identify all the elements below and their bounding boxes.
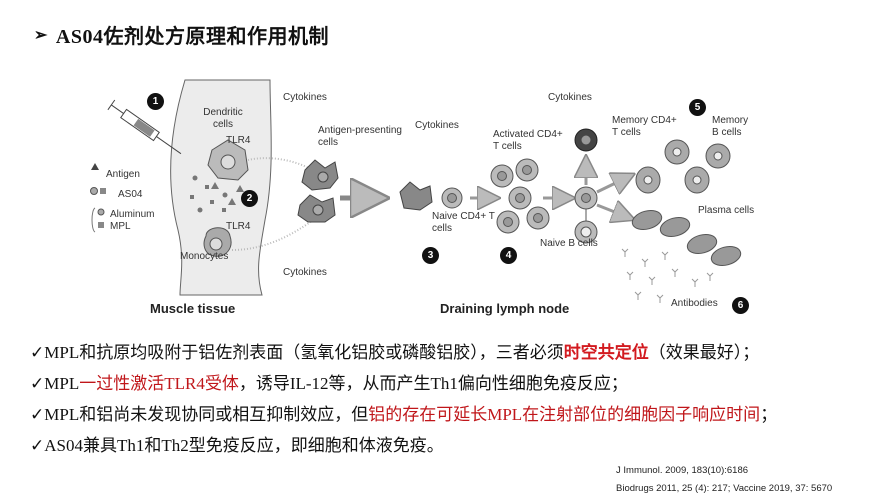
step-3-badge: 3: [422, 247, 439, 264]
label-tlr4-bottom: TLR4: [226, 221, 251, 232]
label-antibodies: Antibodies: [671, 298, 718, 309]
diagram-graphics: [90, 79, 742, 303]
check-icon: ✓: [30, 374, 45, 393]
label-monocytes: Monocytes: [180, 251, 229, 262]
highlight-text: 一过性激活TLR4受体: [79, 374, 239, 393]
step-6-badge: 6: [732, 297, 749, 314]
step-5-badge: 5: [689, 99, 706, 116]
label-memory-b: Memory B cells: [712, 115, 749, 138]
bullet-item-2: ✓MPL一过性激活TLR4受体，诱导IL-12等，从而产生Th1偏向性细胞免疫反…: [30, 374, 628, 393]
label-naive-cd4: Naive CD4+ T cells: [432, 211, 495, 234]
label-naive-b: Naive B cells: [540, 238, 598, 249]
label-cytokines-4: Cytokines: [548, 92, 592, 103]
legend-as04: AS04: [118, 189, 143, 200]
bullet-list: ✓MPL和抗原均吸附于铝佐剂表面（氢氧化铝胶或磷酸铝胶），三者必须时空共定位（效…: [30, 337, 777, 461]
step-4-badge: 4: [500, 247, 517, 264]
label-activated-cd4: Activated CD4+ T cells: [493, 129, 563, 152]
reference-1: J Immunol. 2009, 183(10):6186: [616, 465, 749, 476]
label-apc: Antigen-presenting cells: [318, 125, 402, 148]
label-dendritic-cells: Dendritic cells: [203, 107, 243, 130]
label-cytokines-3: Cytokines: [415, 120, 459, 131]
label-cytokines-1: Cytokines: [283, 92, 327, 103]
check-icon: ✓: [30, 436, 45, 455]
syringe-icon: [107, 99, 182, 155]
step-1-badge: 1: [147, 93, 164, 110]
reference-2: Biodrugs 2011, 25 (4): 217; Vaccine 2019…: [616, 483, 833, 494]
check-icon: ✓: [30, 405, 45, 424]
label-tlr4-top: TLR4: [226, 135, 251, 146]
legend-aluminum: Aluminum: [110, 209, 155, 220]
legend-mpl: MPL: [110, 221, 131, 232]
label-memory-cd4: Memory CD4+ T cells: [612, 115, 677, 138]
mechanism-diagram: 1 2 3 4 5 6 Antigen AS04 Aluminum MPL De…: [0, 75, 890, 325]
label-muscle-tissue: Muscle tissue: [150, 301, 236, 316]
bullet-item-4: ✓AS04兼具Th1和Th2型免疫反应，即细胞和体液免疫。: [30, 436, 444, 455]
title-text: AS04佐剂处方原理和作用机制: [55, 26, 329, 48]
references: J Immunol. 2009, 183(10):6186 Biodrugs 2…: [616, 462, 832, 498]
highlight-text: 铝的存在可延长MPL在注射部位的细胞因子响应时间: [368, 405, 761, 424]
legend-antigen: Antigen: [106, 169, 140, 180]
label-draining-lymph-node: Draining lymph node: [440, 301, 570, 316]
bullet-item-3: ✓MPL和铝尚未发现协同或相互抑制效应，但铝的存在可延长MPL在注射部位的细胞因…: [30, 405, 778, 424]
muscle-tissue-shape: [170, 79, 272, 296]
step-2-badge: 2: [241, 190, 258, 207]
page-title: ➢ AS04佐剂处方原理和作用机制: [34, 20, 329, 49]
check-icon: ✓: [30, 343, 45, 362]
bullet-item-1: ✓MPL和抗原均吸附于铝佐剂表面（氢氧化铝胶或磷酸铝胶），三者必须时空共定位（效…: [30, 343, 760, 362]
label-cytokines-2: Cytokines: [283, 267, 327, 278]
arrow-bullet-icon: ➢: [34, 26, 48, 44]
highlight-text: 时空共定位: [563, 343, 649, 362]
label-plasma-cells: Plasma cells: [698, 205, 755, 216]
